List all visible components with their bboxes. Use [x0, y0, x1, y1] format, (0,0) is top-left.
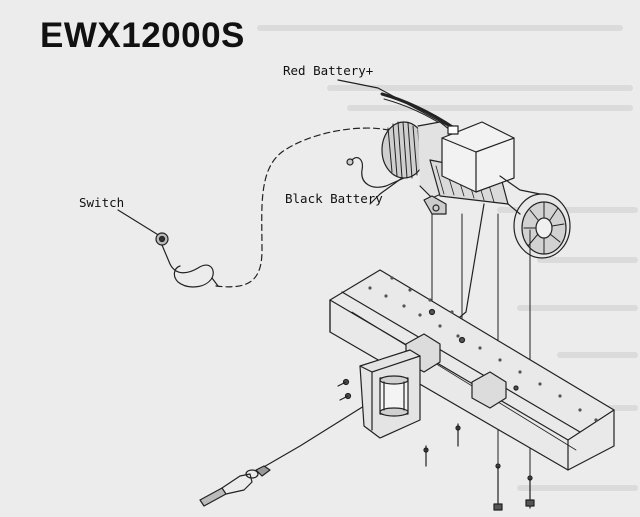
- control-cable-dashed: [215, 127, 389, 288]
- switch-label: Switch: [79, 195, 125, 210]
- red-battery-label: Red Battery+: [283, 63, 374, 78]
- hook-icon: [199, 465, 271, 507]
- model-title: EWX12000S: [40, 16, 245, 55]
- red-battery-leader: [337, 79, 453, 129]
- red-battery-cable: [380, 92, 456, 130]
- black-battery-label: Black Battery: [285, 191, 383, 206]
- roller-fairlead-icon: [359, 349, 421, 439]
- mounting-bolts: [337, 308, 535, 511]
- remote-switch-icon: [155, 232, 219, 288]
- switch-leader: [117, 209, 161, 237]
- black-battery-cable: [351, 157, 411, 188]
- winch-icon: [381, 121, 571, 259]
- black-battery-leader: [369, 177, 403, 205]
